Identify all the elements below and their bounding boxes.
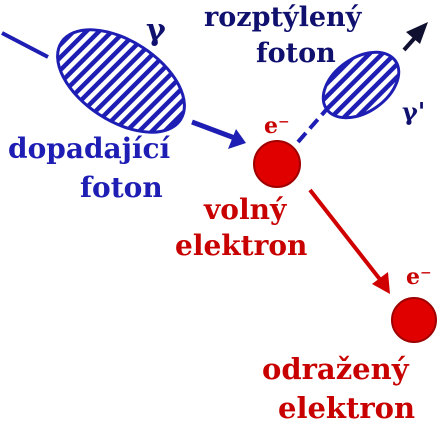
incident-photon-label-line2: foton [80, 171, 163, 204]
free-electron [253, 140, 301, 188]
free-electron-label-line2: elektron [175, 229, 308, 262]
scattered-photon-path [296, 108, 328, 144]
gamma-incident-label: γ [146, 13, 166, 48]
scattered-photon-arrowhead [406, 22, 428, 44]
recoil-electron-label-line2: elektron [278, 391, 416, 425]
incident-photon-arrow [191, 119, 241, 143]
free-electron-label-line1: volný [204, 193, 287, 226]
recoil-electron-arrowhead [372, 272, 390, 294]
incident-photon-label-line1: dopadající [8, 132, 171, 165]
recoiled-electron [391, 297, 437, 343]
electron-symbol-bottom: e⁻ [406, 264, 432, 290]
scattered-photon-label-line2: foton [256, 38, 336, 69]
gamma-scattered-label: γ' [402, 97, 426, 126]
recoil-electron-label-line1: odražený [262, 352, 409, 386]
incident-photon-arrowhead [228, 129, 246, 149]
recoil-electron-path [308, 188, 384, 284]
scattered-photon-label-line1: rozptýlený [204, 2, 362, 33]
incident-photon-tail [1, 31, 49, 59]
electron-symbol-top: e⁻ [264, 113, 290, 139]
